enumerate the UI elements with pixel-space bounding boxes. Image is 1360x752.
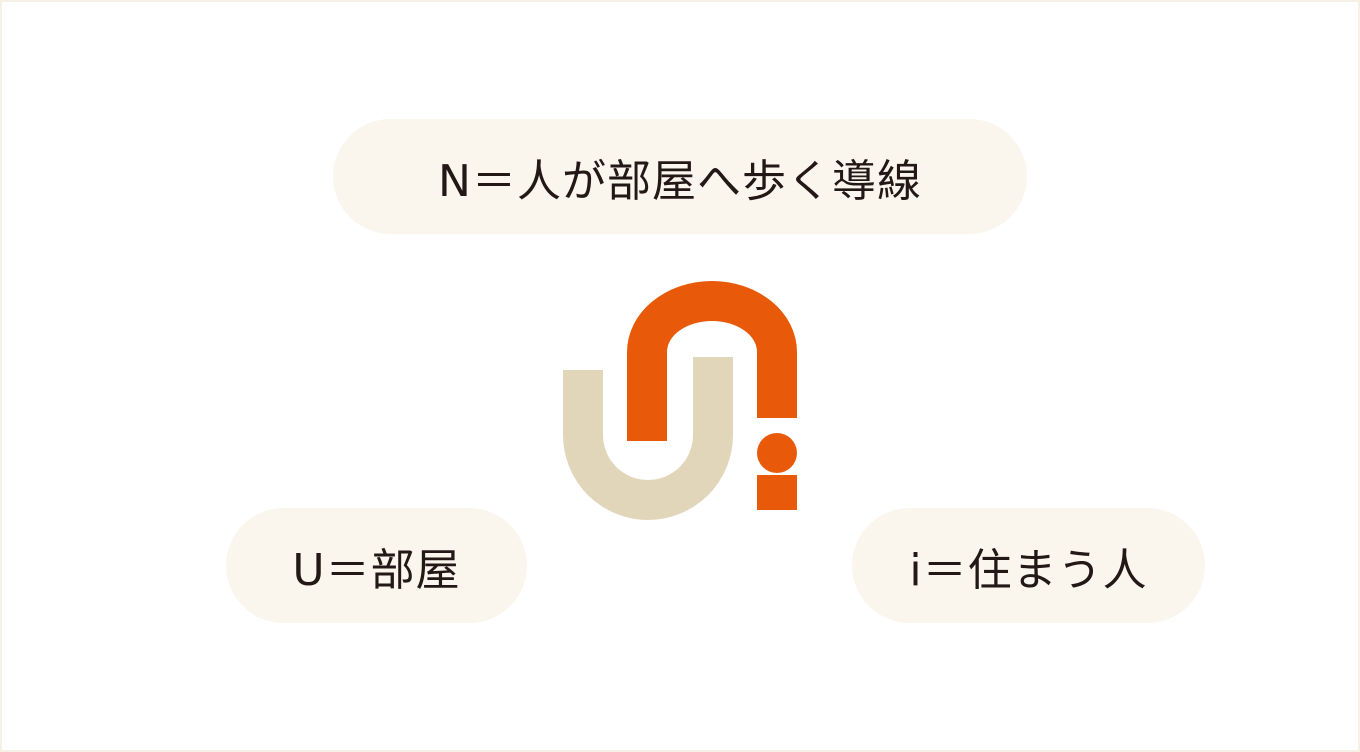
label-u-text: U＝部屋 [292,544,461,596]
label-i-text: i＝住まう人 [909,544,1148,596]
logo-n-shape [627,281,797,441]
logo-u-shape [563,357,733,520]
label-n-text: N＝人が部屋へ歩く導線 [438,155,922,207]
label-u-pill: U＝部屋 [226,508,527,623]
logo-i-stem [757,475,797,510]
label-i-pill: i＝住まう人 [852,508,1205,623]
label-n-pill: N＝人が部屋へ歩く導線 [333,119,1027,234]
logo-i-dot [757,433,797,473]
